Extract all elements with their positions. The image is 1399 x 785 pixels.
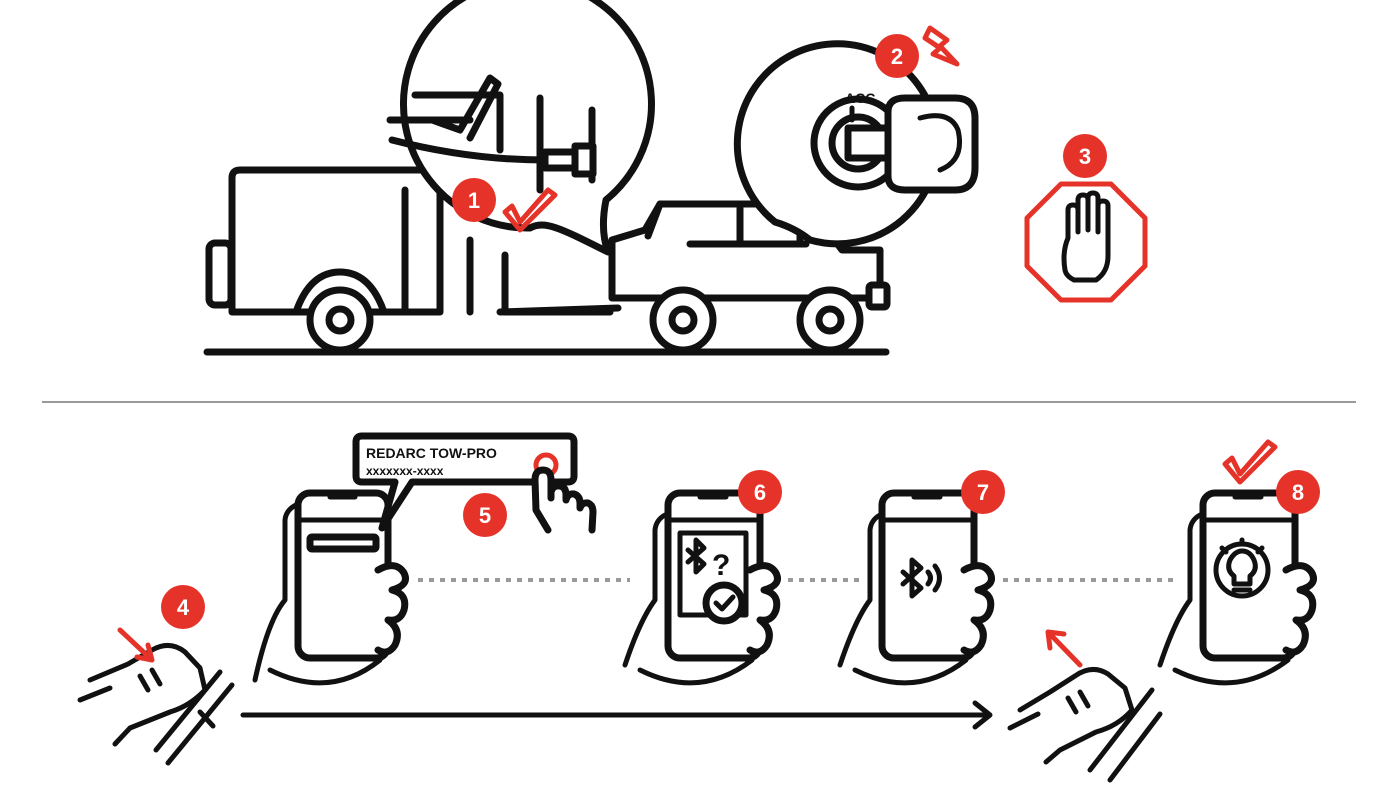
phone-bluetooth-confirm: ? [622,489,781,686]
light-bulb-icon [1213,537,1271,599]
svg-text:2: 2 [891,44,903,69]
device-popup[interactable]: REDARC TOW-PRO xxxxxxx-xxxx [352,432,578,532]
step-badge-5: 5 [463,493,507,537]
step-badge-2: 2 [875,34,919,78]
phone-device-list [252,489,409,686]
checkmark-icon [502,187,558,233]
tap-finger-icon [531,466,597,534]
towing-scene: ACC [203,0,1148,356]
press-pedal-icon [77,627,235,766]
svg-text:7: 7 [977,480,989,505]
release-pedal-icon [1007,629,1163,783]
svg-text:4: 4 [177,595,190,620]
device-name: REDARC TOW-PRO [366,445,497,461]
bluetooth-question: ? [712,549,730,582]
step-badge-3: 3 [1063,134,1107,178]
svg-text:5: 5 [479,503,491,528]
svg-text:6: 6 [754,480,766,505]
step-badge-1: 1 [452,178,496,222]
stop-hand-icon [1024,181,1148,303]
timeline-arrow [240,700,993,730]
step-badge-4: 4 [161,585,205,629]
step-badge-6: 6 [738,470,782,514]
svg-text:1: 1 [468,188,480,213]
checkmark-icon [1222,439,1278,485]
phone-light-bulb [1157,489,1317,686]
step-badge-7: 7 [961,470,1005,514]
svg-text:3: 3 [1079,144,1091,169]
svg-text:8: 8 [1292,480,1304,505]
phone-bluetooth-connect [837,489,995,686]
ignition-callout: ACC [733,40,979,248]
lightning-icon [922,25,960,67]
device-id: xxxxxxx-xxxx [366,464,444,478]
step-badge-8: 8 [1276,470,1320,514]
acc-label: ACC [845,90,875,106]
